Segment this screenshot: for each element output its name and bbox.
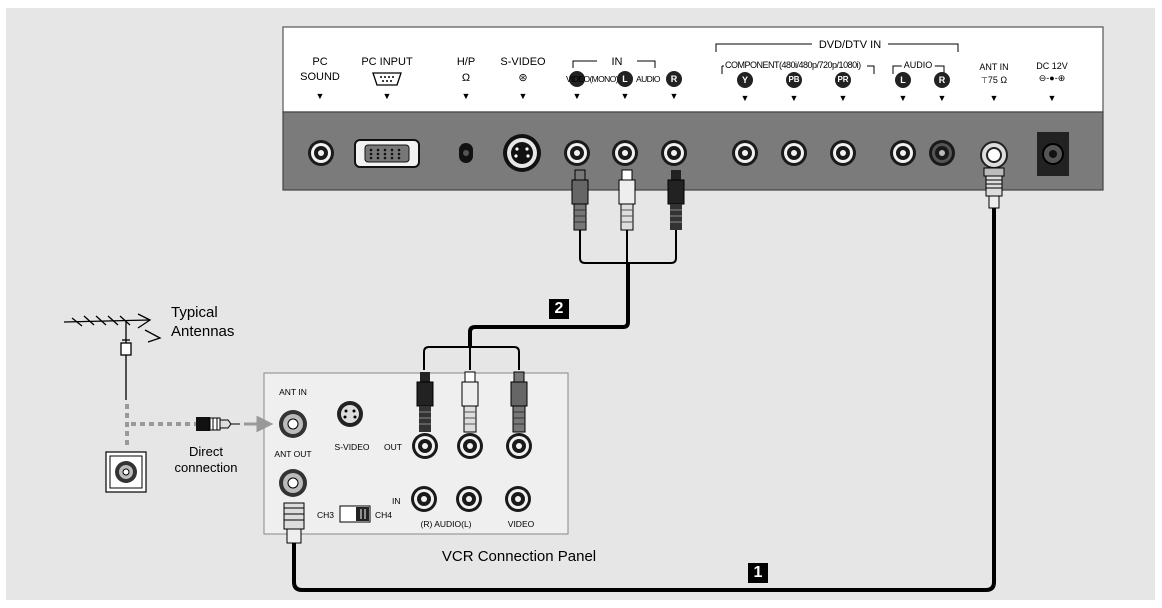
arrow-audio-l: ▼ (620, 91, 630, 101)
direct-connection-plug (196, 417, 240, 431)
label-vcr-out: OUT (384, 442, 402, 452)
coax-symbol-icon: ⊤ (980, 76, 988, 85)
arrow-dc: ▼ (1047, 93, 1057, 103)
wall-outlet-icon (105, 451, 147, 493)
label-hp: H/P (456, 56, 476, 68)
s-video-port-icon: ⊛ (518, 72, 528, 84)
label-vcr-ant-out: ANT OUT (274, 449, 312, 459)
pc-input-port-icon (372, 72, 402, 86)
label-audio: AUDIO (636, 74, 661, 84)
label-ch3: CH3 (317, 510, 335, 520)
vcr-ch-switch (339, 505, 371, 523)
tv-pr-jack (830, 140, 856, 166)
vcr-s-video-jack (337, 401, 363, 427)
arrow-pc-sound: ▼ (315, 91, 325, 101)
tv-ant-in-jack (980, 141, 1008, 169)
label-direct: Direct (189, 444, 223, 459)
direct-arrow-icon (244, 415, 274, 433)
label-antennas: Antennas (171, 323, 235, 340)
label-sound: SOUND (300, 71, 340, 83)
label-ohm: ⊤75 Ω (980, 75, 1008, 85)
label-video-mono: VIDEO(MONO) (566, 74, 619, 84)
arrow-audio-r: ▼ (669, 91, 679, 101)
label-pc-input: PC INPUT (361, 56, 413, 68)
label-s-video: S-VIDEO (500, 56, 546, 68)
arrow-pb: ▼ (789, 93, 799, 103)
tv-video-in-jack (564, 140, 590, 166)
dvd-audio-r-dot: R (934, 72, 950, 88)
cable-2 (579, 230, 677, 264)
arrow-pc-input: ▼ (382, 91, 392, 101)
arrow-ant-in: ▼ (989, 93, 999, 103)
arrow-pr: ▼ (838, 93, 848, 103)
label-typical: Typical (171, 304, 218, 321)
tv-dc-jack (1037, 132, 1069, 176)
tv-audio-r-jack (661, 140, 687, 166)
tv-dvd-audio-l-jack (890, 140, 916, 166)
vcr-ant-in-jack (279, 410, 307, 438)
audio-l-dot: L (617, 71, 633, 87)
tv-headphone-jack (459, 143, 473, 163)
label-dvd-dtv-in: DVD/DTV IN (816, 38, 884, 52)
vcr-out-jacks (412, 433, 532, 459)
label-in: IN (608, 55, 626, 69)
cable-1 (292, 208, 996, 592)
cable-2-main (468, 263, 630, 348)
tv-label-panel (282, 26, 1104, 113)
pr-dot: PR (835, 72, 851, 88)
arrow-dvd-audio-l: ▼ (898, 93, 908, 103)
badge-1: 1 (748, 563, 768, 583)
antenna-icon (63, 313, 162, 400)
label-vcr-audio: (R) AUDIO(L) (420, 519, 472, 529)
vcr-ant-out-jack (279, 469, 307, 497)
tv-s-video-jack (503, 134, 541, 172)
pb-dot: PB (786, 72, 802, 88)
badge-2: 2 (549, 299, 569, 319)
label-connection: connection (174, 460, 238, 475)
tv-pb-jack (781, 140, 807, 166)
arrow-dvd-audio-r: ▼ (937, 93, 947, 103)
label-vcr-s-video: S-VIDEO (334, 442, 370, 452)
tv-y-jack (732, 140, 758, 166)
arrow-video: ▼ (572, 91, 582, 101)
label-vcr-ant-in: ANT IN (279, 387, 307, 397)
arrow-s-video: ▼ (518, 91, 528, 101)
tv-audio-l-jack (612, 140, 638, 166)
dvd-audio-l-dot: L (895, 72, 911, 88)
arrow-y: ▼ (740, 93, 750, 103)
label-pc: PC (312, 56, 328, 68)
y-dot: Y (737, 72, 753, 88)
tv-dvd-audio-r-jack (929, 140, 955, 166)
polarity-icon: ⊖-●-⊕ (1038, 73, 1066, 83)
tv-pc-sound-jack (308, 140, 334, 166)
label-dvd-audio: AUDIO (901, 60, 935, 71)
label-dc: DC 12V (1036, 61, 1068, 71)
label-vcr-video: VIDEO (507, 519, 535, 529)
label-vcr-caption: VCR Connection Panel (441, 548, 597, 565)
tv-coax-plug (983, 167, 1005, 209)
label-ch4: CH4 (375, 510, 393, 520)
vcr-coax-plug (283, 502, 305, 544)
tv-pc-input-port (354, 139, 420, 168)
arrow-hp: ▼ (461, 91, 471, 101)
audio-r-dot: R (666, 71, 682, 87)
video-mono-dot (569, 71, 585, 87)
vcr-in-jacks (411, 486, 531, 512)
label-component: COMPONENT(480i/480p/720p/1080i) (725, 60, 861, 71)
headphone-icon: Ω (461, 72, 471, 84)
label-vcr-in: IN (392, 496, 401, 506)
label-ant-in: ANT IN (979, 62, 1009, 72)
